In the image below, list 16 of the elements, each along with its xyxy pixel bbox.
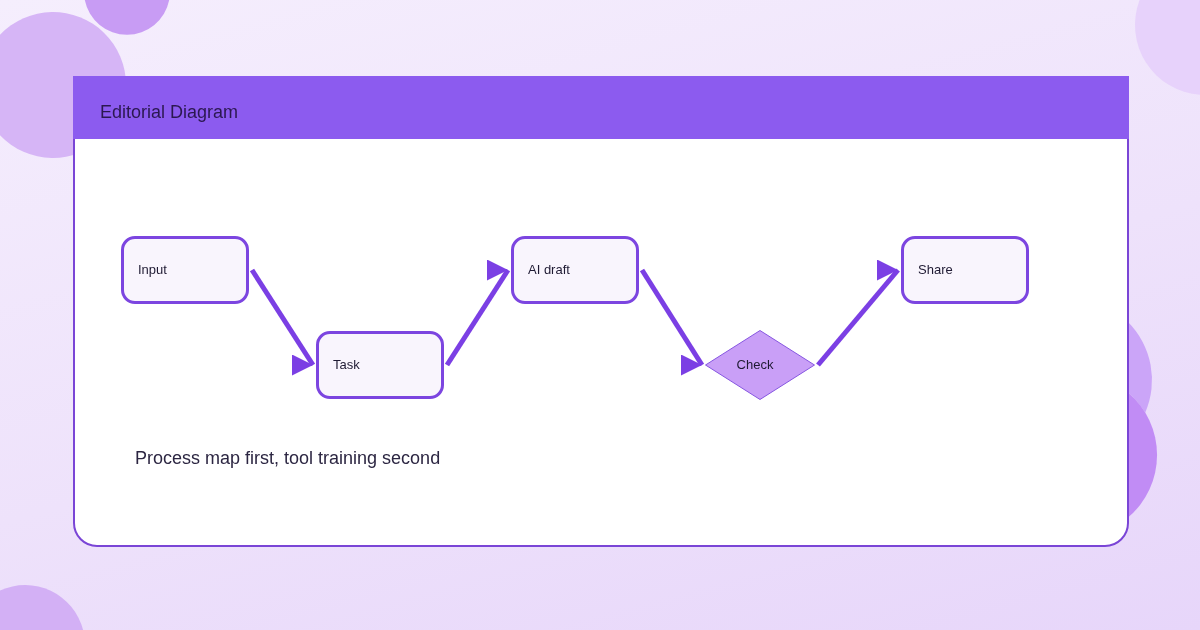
caption-text: Process map first, tool training second [135,447,441,469]
process-box [511,236,639,304]
arrow [444,259,511,367]
node-label: Task [333,357,361,373]
process-box [316,331,444,399]
process-box [121,236,249,304]
diagram-title: Editorial Diagram [100,101,239,123]
arrow [249,268,316,376]
process-box [901,236,1029,304]
node-label: Share [918,262,954,278]
arrow [816,259,900,367]
decision-diamond [705,330,815,400]
node-label: Check [736,357,774,373]
node-label: Input [138,262,168,278]
node-label: AI draft [528,262,571,278]
arrow [639,268,705,376]
